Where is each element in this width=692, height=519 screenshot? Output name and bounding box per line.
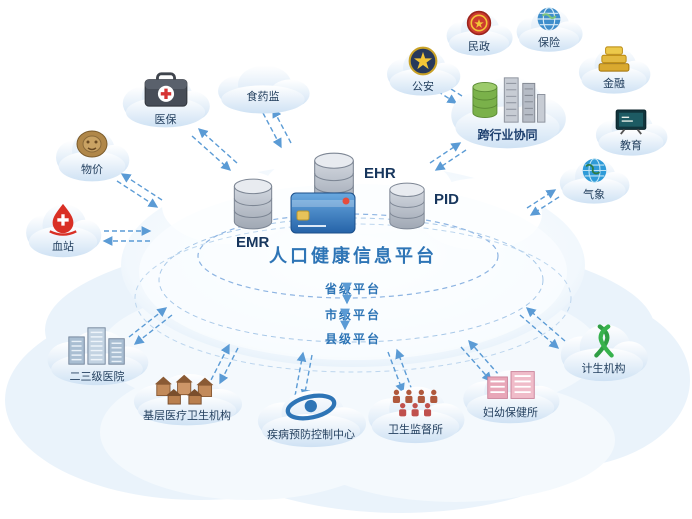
first-aid-kit-icon [143,71,189,109]
globe-weather-icon [581,157,608,184]
pid-label: PID [434,191,460,208]
node-label: 保险 [538,37,560,49]
node-label: 民政 [468,41,490,53]
node-label: 疾病预防控制中心 [267,429,355,441]
level-province: 省级平台 [324,282,381,296]
node-finance: 金融 [575,40,653,96]
blackboard-icon [615,109,647,135]
node-cross-industry: 跨行业协同 [445,66,570,152]
level-county: 县级平台 [324,332,381,346]
server-cluster-icon [468,76,548,124]
node-meteorology: 气象 [556,152,632,206]
staff-group-icon [388,387,444,419]
node-primary-care: 基层医疗卫生机构 [128,366,246,428]
clinic-buildings-icon [483,368,539,402]
platform-title: 人口健康信息平台 [269,246,437,266]
ehr-label: EHR [364,165,396,182]
node-label: 物价 [81,164,103,176]
gold-ingots-icon [598,45,630,73]
node-label: 二三级医院 [69,371,125,383]
village-houses-icon [152,371,222,405]
central-platform-cloud: EMR EHR PID 人口健康信息平台 省级平台 市级平台 县级平台 [118,140,588,375]
node-medical-insurance: 医保 [118,68,213,130]
green-ribbon-icon [587,324,621,358]
node-label: 医保 [154,114,177,126]
node-cdc: 疾病预防控制中心 [252,382,370,450]
node-civil-affairs: 民政 [443,6,515,58]
cdc-logo-icon [282,390,340,424]
level-city: 市级平台 [324,308,381,322]
cloud-icon [213,58,313,116]
node-label: 气象 [583,188,605,201]
emblem-icon [466,10,492,36]
node-label: 金融 [603,78,625,90]
pid-database-icon [386,180,428,232]
node-label: 公安 [412,81,434,93]
node-label: 卫生监督所 [388,424,443,436]
node-label: 妇幼保健所 [483,407,538,419]
globe-icon [536,6,562,32]
node-label: 计生机构 [581,363,626,375]
node-health-supervision: 卫生监督所 [363,378,468,446]
health-card-icon [290,192,356,234]
node-maternal-child: 妇幼保健所 [458,362,563,426]
node-education: 教育 [592,104,670,158]
police-badge-icon [408,46,438,76]
blood-drop-icon [46,202,80,236]
node-label: 跨行业协同 [477,127,538,142]
node-insurance: 保险 [513,2,585,54]
node-blood-station: 血站 [22,196,104,260]
hospital-buildings-icon [67,326,127,366]
node-public-security: 公安 [383,42,463,98]
emr-database-icon [230,176,276,232]
node-pricing: 物价 [52,122,132,184]
lion-seal-icon [75,129,109,159]
node-label: 食药监 [246,91,280,103]
node-label: 教育 [620,140,642,152]
node-label: 基层医疗卫生机构 [143,410,231,422]
node-family-planning: 计生机构 [556,316,651,384]
node-label: 血站 [52,241,74,253]
node-food-drug-admin: 食药监 [213,58,313,116]
